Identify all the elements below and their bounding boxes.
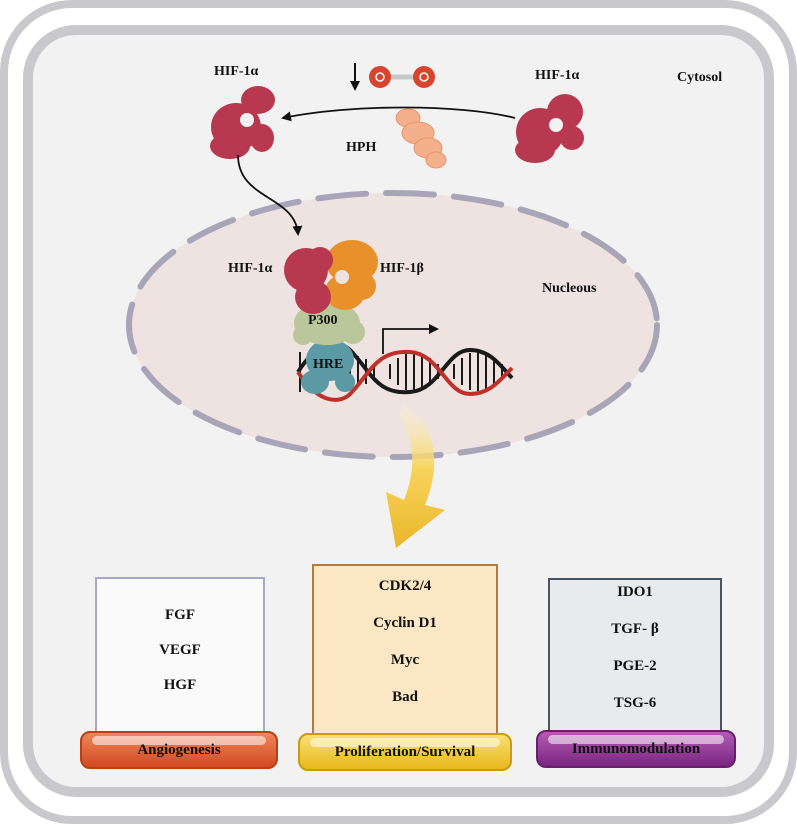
hif1b-label: HIF-1β (380, 261, 424, 276)
proliferation-badge-label: Proliferation/Survival (334, 743, 476, 760)
gene-item: Bad (392, 689, 418, 705)
hif1a-protein-icon (515, 94, 584, 163)
gene-item: IDO1 (617, 584, 653, 600)
gene-item: TGF- β (611, 621, 659, 637)
hph-label: HPH (346, 140, 377, 155)
hph-enzyme-icon (395, 108, 447, 169)
angiogenesis-box: FGF VEGF HGF (95, 577, 265, 737)
expression-arrow (386, 405, 445, 548)
oxygen-molecule-icon (369, 66, 435, 88)
immunomodulation-box: IDO1 TGF- β PGE-2 TSG-6 (548, 578, 722, 738)
gene-item: Myc (390, 652, 420, 668)
proliferation-box: CDK2/4 Cyclin D1 Myc Bad (312, 564, 498, 739)
hif1a-label: HIF-1α (214, 64, 259, 79)
hre-label: HRE (313, 357, 344, 372)
transcription-arrow-icon (382, 324, 439, 354)
gene-item: CDK2/4 (378, 578, 432, 594)
gene-item: PGE-2 (613, 658, 657, 674)
hif1a-label: HIF-1α (535, 68, 580, 83)
gene-item: Cyclin D1 (373, 615, 437, 631)
nuclear-envelope (126, 190, 660, 460)
hif1a-protein-icon (284, 247, 333, 314)
hre-protein-icon (301, 339, 355, 394)
angiogenesis-badge: Angiogenesis (80, 731, 278, 769)
nucleus (129, 193, 657, 457)
gene-item: HGF (163, 677, 197, 693)
hif1b-protein-icon (325, 240, 378, 310)
immunomodulation-badge: Immunomodulation (536, 730, 736, 768)
badge-shine (310, 738, 500, 747)
gene-item: VEGF (159, 642, 201, 658)
badge-shine (548, 735, 724, 744)
gene-item: TSG-6 (613, 695, 657, 711)
gene-item: FGF (165, 607, 195, 623)
immunomodulation-badge-label: Immunomodulation (571, 740, 701, 757)
badge-shine (92, 736, 266, 745)
hif1a-nucleus-label: HIF-1α (228, 261, 273, 276)
degradation-arrow (281, 106, 516, 122)
p300-label: P300 (308, 313, 338, 328)
angiogenesis-badge-label: Angiogenesis (137, 741, 221, 758)
translocation-arrow (237, 154, 303, 236)
proliferation-badge: Proliferation/Survival (298, 733, 512, 771)
cytosol-label: Cytosol (677, 70, 723, 85)
nucleus-label: Nucleous (542, 281, 597, 296)
hif1a-protein-icon (210, 86, 275, 159)
